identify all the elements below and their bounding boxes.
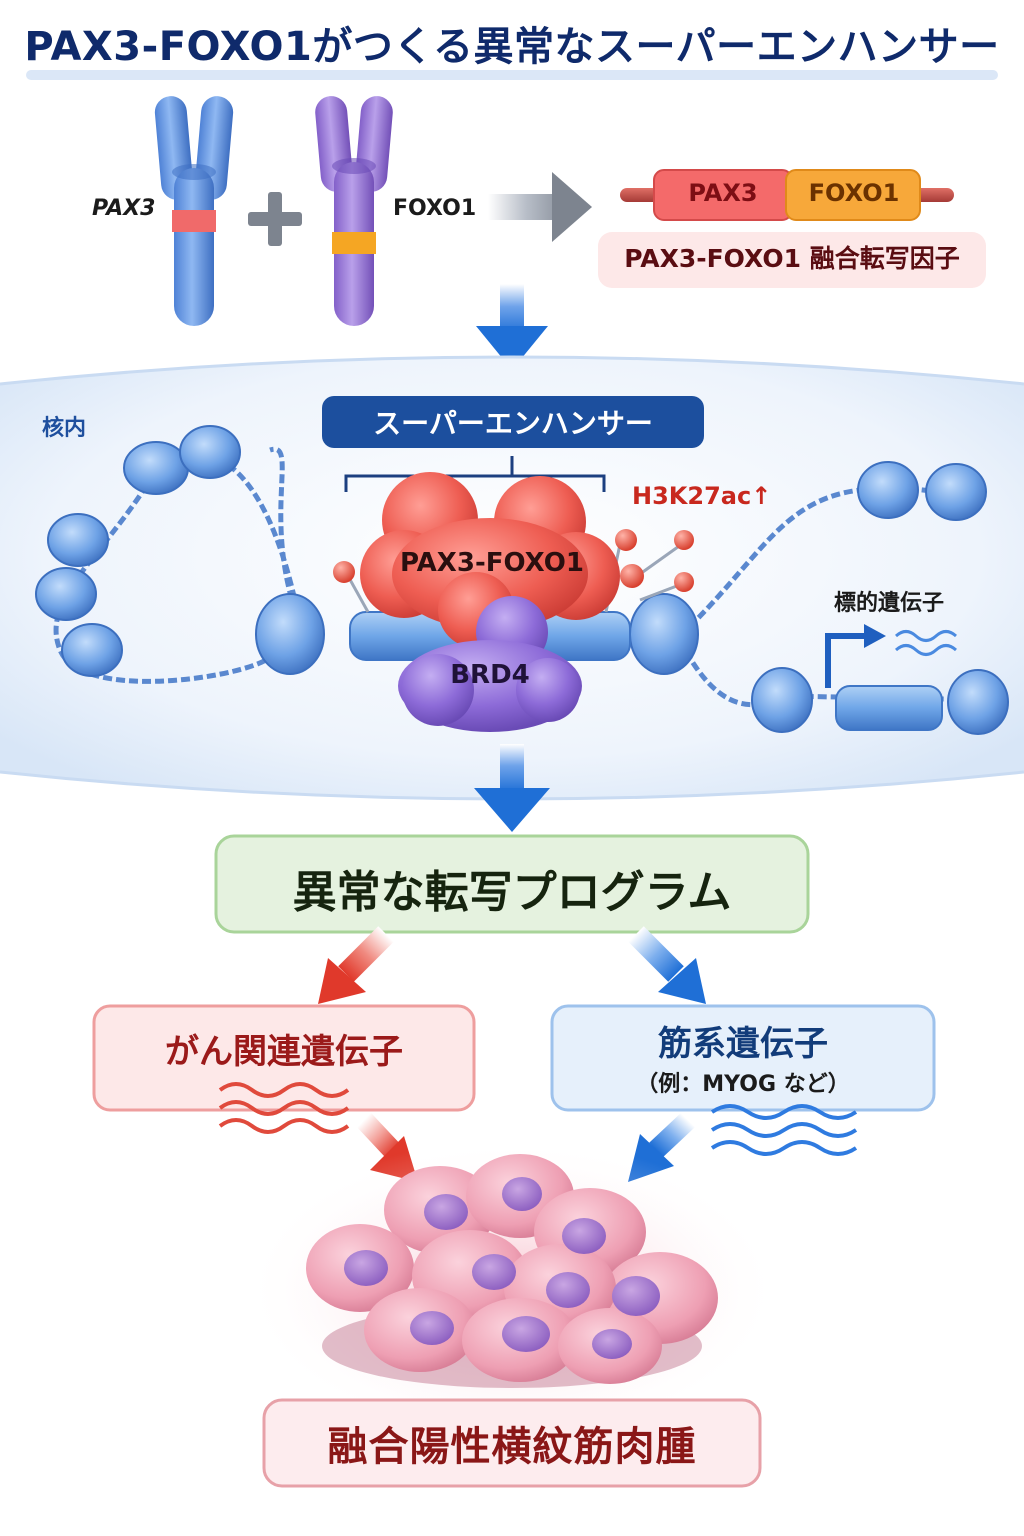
nucleosomes-right	[629, 461, 1009, 735]
pax3-chromosome	[154, 96, 234, 326]
disease-box	[262, 1398, 762, 1488]
pax3-foxo1-protein-label: PAX3-FOXO1	[400, 548, 584, 578]
pax3-chromosome-label: PAX3	[92, 196, 156, 221]
down-arrow-2	[474, 744, 550, 832]
oncogenic-mrna-waves	[218, 1082, 350, 1134]
muscle-genes-label: 筋系遺伝子	[658, 1024, 828, 1064]
muscle-mrna-waves	[710, 1104, 858, 1156]
acetyl-marks	[333, 529, 694, 613]
foxo1-chromosome-label: FOXO1	[393, 196, 477, 221]
transcription-start-arrow	[825, 633, 868, 688]
program-box	[214, 834, 810, 934]
fusion-name-box	[598, 232, 986, 288]
super-enhancer-box	[322, 396, 704, 448]
foxo1-chromosome	[315, 96, 393, 326]
muscle-genes-example: （例：MYOG など）	[636, 1072, 850, 1097]
super-enhancer-label: スーパーエンハンサー	[373, 407, 653, 440]
target-gene-dna	[835, 685, 943, 731]
brd4-protein	[398, 596, 582, 732]
super-enhancer-bracket	[344, 456, 606, 492]
oncogenic-genes-label: がん関連遺伝子	[165, 1032, 403, 1072]
fusion-segment-foxo1	[785, 169, 921, 221]
fusion-segment-pax3-label: PAX3	[688, 179, 758, 207]
arrow-to-oncogenic	[318, 926, 394, 1004]
target-genes-label: 標的遺伝子	[834, 591, 945, 616]
fusion-factor-name: PAX3-FOXO1 融合転写因子	[624, 244, 960, 273]
brd4-protein-label: BRD4	[450, 660, 530, 690]
down-arrow-1	[476, 284, 548, 370]
program-label: 異常な転写プログラム	[292, 867, 732, 918]
arrow-to-muscle	[628, 926, 706, 1004]
plus-icon	[248, 192, 302, 246]
nucleus-label: 核内	[42, 416, 87, 441]
histone-mark-label: H3K27ac↑	[632, 482, 772, 510]
fusion-gene-bar	[620, 169, 954, 221]
fusion-arrow	[488, 172, 592, 242]
title-underline	[26, 70, 998, 80]
page-title: PAX3-FOXO1がつくる異常なスーパーエンハンサー	[24, 24, 1000, 70]
pax3-band	[172, 210, 216, 232]
foxo1-band	[332, 232, 376, 254]
target-mrna-wave-2	[894, 644, 958, 656]
disease-label: 融合陽性横紋筋肉腫	[327, 1424, 697, 1470]
tumor-cells	[306, 1154, 718, 1388]
dna-strand-target	[677, 638, 1001, 708]
nucleosomes-left	[35, 425, 325, 677]
fusion-segment-foxo1-label: FOXO1	[808, 179, 900, 207]
target-mrna-wave-1	[894, 630, 958, 642]
